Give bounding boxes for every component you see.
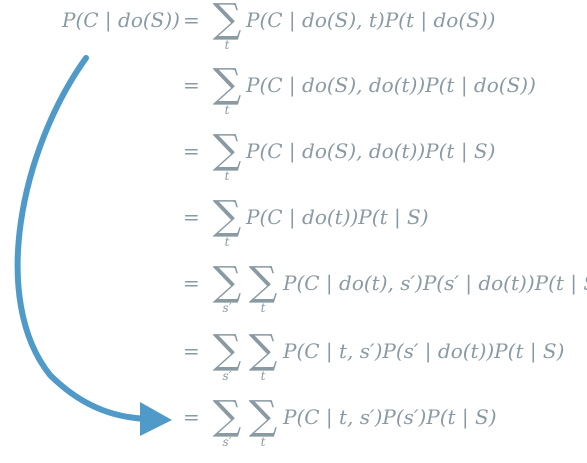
summation-s-prime: ∑ s′ [207, 259, 247, 325]
rhs-expression: P(C | do(S), do(t))P(t | S) [246, 139, 496, 163]
equation-line-6: = ∑ s′ ∑ t P(C | t, s′)P(s′ | do(t))P(t … [0, 327, 587, 397]
sum-index: t [224, 169, 230, 183]
sum-symbol: ∑ [212, 259, 242, 305]
sum-symbol: ∑ [248, 259, 278, 305]
rhs-expression: P(C | do(t), s′)P(s′ | do(t))P(t | S) [283, 271, 587, 295]
equation-line-7: = ∑ s′ ∑ t P(C | t, s′)P(s′)P(t | S) [0, 393, 587, 463]
equals-sign: = [183, 339, 200, 363]
rhs-expression: P(C | do(S), t)P(t | do(S)) [246, 8, 496, 32]
equals-sign: = [183, 405, 200, 429]
equation-line-5: = ∑ s′ ∑ t P(C | do(t), s′)P(s′ | do(t))… [0, 259, 587, 329]
sum-index: s′ [222, 369, 232, 383]
sum-symbol: ∑ [248, 393, 278, 439]
sum-index: s′ [222, 301, 232, 315]
rhs-expression: P(C | do(t))P(t | S) [246, 205, 429, 229]
sum-index: t [224, 38, 230, 52]
sum-index: t [224, 103, 230, 117]
sum-symbol: ∑ [212, 127, 242, 173]
summation-t: ∑ t [243, 259, 283, 325]
summation-s-prime: ∑ s′ [207, 393, 247, 459]
sum-symbol: ∑ [212, 327, 242, 373]
sum-index: t [224, 235, 230, 249]
rhs-expression: P(C | t, s′)P(s′)P(t | S) [283, 405, 497, 429]
equals-sign: = [183, 271, 200, 295]
equation-line-3: = ∑ t P(C | do(S), do(t))P(t | S) [0, 127, 587, 197]
equals-sign: = [183, 139, 200, 163]
summation-t: ∑ t [207, 0, 247, 62]
lhs-expression: P(C | do(S)) [62, 8, 180, 32]
sum-index: t [260, 369, 266, 383]
equals-sign: = [183, 205, 200, 229]
sum-symbol: ∑ [212, 393, 242, 439]
equation-line-1: P(C | do(S)) = ∑ t P(C | do(S), t)P(t | … [0, 0, 587, 66]
rhs-expression: P(C | do(S), do(t))P(t | do(S)) [246, 73, 536, 97]
equation-line-2: = ∑ t P(C | do(S), do(t))P(t | do(S)) [0, 61, 587, 131]
equation-line-4: = ∑ t P(C | do(t))P(t | S) [0, 193, 587, 263]
equals-sign: = [183, 73, 200, 97]
sum-symbol: ∑ [212, 0, 242, 42]
summation-t: ∑ t [207, 127, 247, 193]
summation-s-prime: ∑ s′ [207, 327, 247, 393]
sum-index: s′ [222, 435, 232, 449]
sum-index: t [260, 301, 266, 315]
equals-sign: = [183, 8, 200, 32]
sum-symbol: ∑ [248, 327, 278, 373]
sum-symbol: ∑ [212, 193, 242, 239]
summation-t: ∑ t [207, 193, 247, 259]
summation-t: ∑ t [243, 327, 283, 393]
summation-t: ∑ t [243, 393, 283, 459]
rhs-expression: P(C | t, s′)P(s′ | do(t))P(t | S) [283, 339, 565, 363]
sum-symbol: ∑ [212, 61, 242, 107]
summation-t: ∑ t [207, 61, 247, 127]
sum-index: t [260, 435, 266, 449]
